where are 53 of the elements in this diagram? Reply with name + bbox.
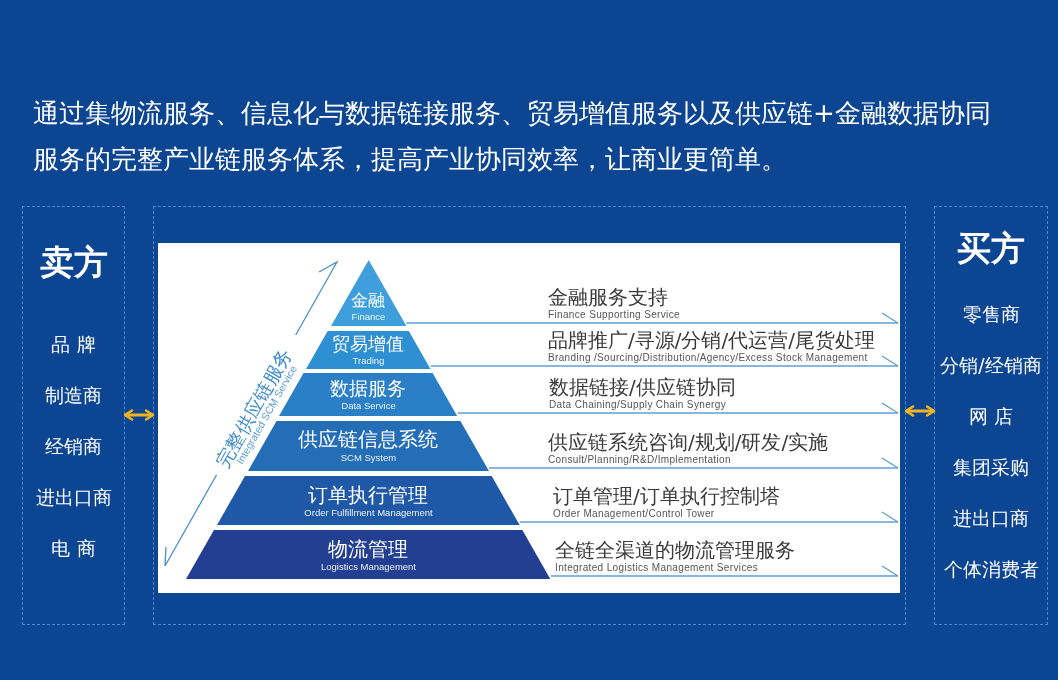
- service-subtext: Integrated Logistics Management Services: [555, 562, 758, 573]
- panel-title: 买方: [957, 228, 1025, 268]
- layer-subtitle: Trading: [352, 354, 385, 366]
- list-item: 经销商: [45, 434, 102, 458]
- service-text: 供应链系统咨询/规划/研发/实施: [548, 431, 829, 454]
- layer-subtitle: Order Fulfillment Management: [304, 506, 433, 518]
- connector-line: [405, 312, 899, 324]
- connector-line: [549, 565, 899, 577]
- list-item: 进出口商: [35, 485, 112, 509]
- list-item: 分销/经销商: [940, 353, 1042, 377]
- service-text: 金融服务支持: [548, 286, 668, 309]
- list-item: 电 商: [51, 536, 96, 560]
- service-subtext: Consult/Planning/R&D/Implementation: [548, 454, 731, 465]
- service-subtext: Finance Supporting Service: [548, 309, 680, 320]
- service-text: 订单管理/订单执行控制塔: [553, 485, 780, 508]
- layer-subtitle: Finance: [351, 311, 386, 322]
- pyramid-layer: [186, 530, 551, 579]
- list-item: 品 牌: [51, 332, 96, 356]
- service-subtext: Order Management/Control Tower: [553, 508, 715, 519]
- dashed-panel: [153, 206, 906, 625]
- connector-line: [430, 355, 899, 367]
- double-arrow: [123, 409, 155, 421]
- layer-subtitle: Data Service: [341, 399, 396, 411]
- service-subtext: Data Chaining/Supply Chain Synergy: [549, 399, 726, 410]
- dashed-panel: [22, 206, 125, 625]
- pyramid-layer: [217, 476, 520, 525]
- connector-line: [488, 457, 899, 469]
- pyramid-layer: [306, 331, 431, 369]
- connector-line: [519, 511, 899, 523]
- list-item: 零售商: [962, 302, 1020, 326]
- service-subtext: Branding /Sourcing/Distribution/Agency/Excess Stock Management: [548, 352, 868, 363]
- layer-title: 供应链信息系统: [298, 429, 439, 452]
- layer-title: 订单执行管理: [308, 483, 429, 507]
- panel-title: 卖方: [39, 242, 108, 282]
- dashed-panel: [934, 206, 1048, 625]
- pyramid-layer: [330, 260, 407, 326]
- service-text: 数据链接/供应链协同: [549, 376, 736, 399]
- list-item: 集团采购: [953, 455, 1029, 479]
- double-arrow: [904, 405, 936, 417]
- service-text: 品牌推广/寻源/分销/代运营/尾货处理: [548, 329, 875, 352]
- layer-subtitle: SCM System: [340, 451, 397, 463]
- layer-title: 数据服务: [330, 378, 407, 400]
- layer-title: 金融: [351, 291, 386, 311]
- list-item: 制造商: [45, 383, 102, 407]
- layer-title: 贸易增值: [332, 334, 405, 355]
- list-item: 进出口商: [953, 506, 1029, 530]
- list-item: 网 店: [968, 404, 1013, 428]
- headline-text: 通过集物流服务、信息化与数据链接服务、贸易增值服务以及供应链+金融数据协同服务的完整产业链服务体系，提高产业协同效率，让商业更简单。: [33, 97, 992, 176]
- connector-line: [456, 402, 899, 414]
- layer-subtitle: Logistics Management: [320, 560, 416, 572]
- service-text: 全链全渠道的物流管理服务: [555, 539, 795, 562]
- list-item: 个体消费者: [943, 557, 1039, 581]
- layer-title: 物流管理: [328, 537, 409, 561]
